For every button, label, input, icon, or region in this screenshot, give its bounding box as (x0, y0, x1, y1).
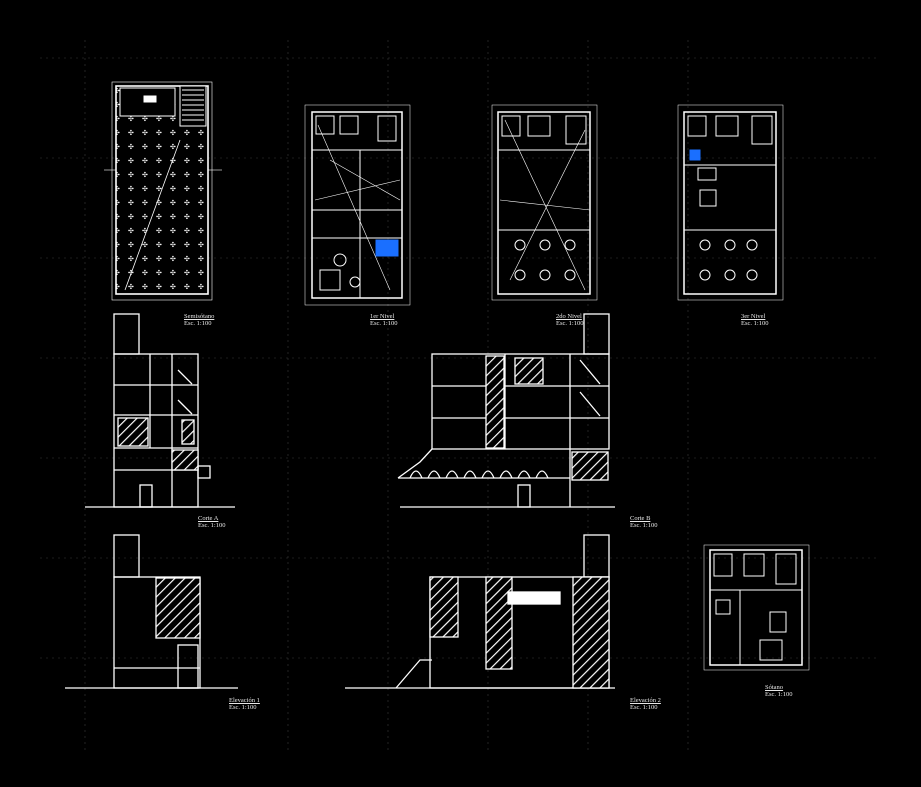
scale-corte-a: Esc. 1:100 (198, 522, 226, 529)
title-corte-b: Corte B (630, 515, 651, 522)
scale-nivel1: Esc. 1:100 (370, 320, 398, 327)
scale-elevacion2: Esc. 1:100 (630, 704, 658, 711)
title-nivel3: 3er Nivel (741, 313, 766, 320)
label-nivel1: 1er Nivel Esc. 1:100 (370, 313, 397, 327)
title-nivel2: 2do Nivel (556, 313, 582, 320)
scale-nivel2: Esc. 1:100 (556, 320, 584, 327)
elevation-2 (345, 534, 615, 689)
label-elevacion2: Elevación 2 Esc. 1:100 (630, 697, 661, 711)
plan-semisotano (104, 81, 222, 301)
label-sotano: Sótano Esc. 1:100 (765, 684, 792, 698)
scale-semisotano: Esc. 1:100 (184, 320, 212, 327)
label-nivel2: 2do Nivel Esc. 1:100 (556, 313, 583, 327)
label-corte-a: Corte A Esc. 1:100 (198, 515, 225, 529)
scale-nivel3: Esc. 1:100 (741, 320, 769, 327)
title-nivel1: 1er Nivel (370, 313, 395, 320)
section-corte-b (397, 313, 615, 508)
scale-sotano: Esc. 1:100 (765, 691, 793, 698)
title-corte-a: Corte A (198, 515, 219, 522)
title-elevacion1: Elevación 1 (229, 697, 260, 704)
title-sotano: Sótano (765, 684, 784, 691)
plan-nivel2 (491, 104, 598, 301)
section-corte-a (85, 313, 235, 508)
title-elevacion2: Elevación 2 (630, 697, 661, 704)
scale-elevacion1: Esc. 1:100 (229, 704, 257, 711)
label-elevacion1: Elevación 1 Esc. 1:100 (229, 697, 260, 711)
plan-sotano (703, 544, 810, 671)
label-nivel3: 3er Nivel Esc. 1:100 (741, 313, 768, 327)
plan-nivel1 (304, 104, 411, 306)
title-semisotano: Semisótano (184, 313, 215, 320)
label-corte-b: Corte B Esc. 1:100 (630, 515, 657, 529)
plan-nivel3 (677, 104, 784, 301)
label-semisotano: Semisótano Esc. 1:100 (184, 313, 214, 327)
scale-corte-b: Esc. 1:100 (630, 522, 658, 529)
elevation-1 (65, 534, 238, 689)
